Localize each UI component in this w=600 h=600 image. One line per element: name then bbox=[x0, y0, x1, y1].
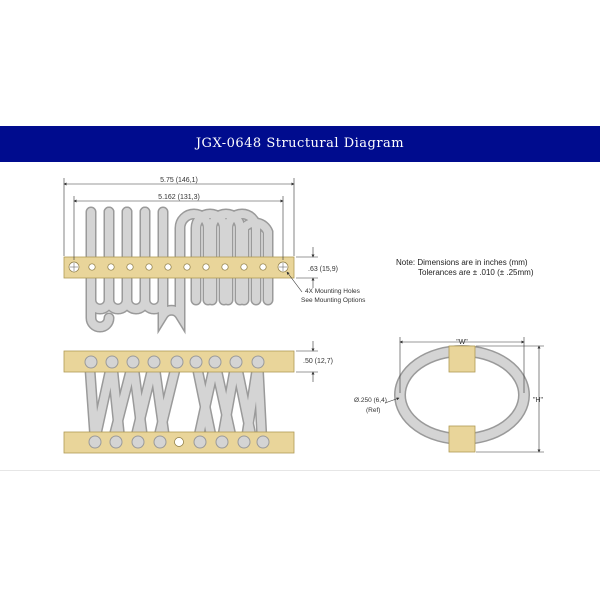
top-coils bbox=[85, 206, 274, 335]
dim-bar-thickness bbox=[296, 247, 318, 288]
title-banner: JGX-0648 Structural Diagram bbox=[0, 126, 600, 162]
dim-overall-length bbox=[63, 178, 295, 256]
holes-label-2: See Mounting Options bbox=[301, 297, 366, 304]
holes-leader bbox=[286, 271, 303, 293]
wire-leader bbox=[384, 397, 400, 404]
dim-inner-label: 5.162 (131,3) bbox=[158, 194, 200, 201]
dim-overall-label: 5.75 (146,1) bbox=[160, 177, 198, 184]
side-coils bbox=[84, 356, 268, 446]
dim-height-label: "H" bbox=[533, 397, 544, 404]
dim-thickness-label: .63 (15,9) bbox=[308, 266, 338, 273]
dim-inner-length bbox=[73, 196, 284, 260]
end-top-block bbox=[448, 345, 476, 373]
dim-wire-label: Ø.250 (6,4) bbox=[354, 397, 387, 404]
side-mounting-hole bbox=[174, 437, 184, 447]
side-view: .50 (12,7) bbox=[63, 341, 333, 454]
note-line-1: Note: Dimensions are in inches (mm) bbox=[396, 258, 528, 267]
dim-plate-label: .50 (12,7) bbox=[303, 358, 333, 365]
top-view: 5.75 (146,1) 5.162 (131,3) .63 (15,9) 4X… bbox=[63, 177, 366, 335]
end-view: "W" "H" Ø.250 (6,4) (Ref) bbox=[354, 337, 544, 453]
dim-wire-ref: (Ref) bbox=[366, 407, 380, 414]
dim-height bbox=[476, 345, 544, 453]
dim-width bbox=[399, 337, 525, 393]
holes-label-1: 4X Mounting Holes bbox=[305, 288, 361, 295]
side-top-coil-ends bbox=[84, 355, 265, 369]
dim-width-label: "W" bbox=[456, 339, 468, 346]
tolerance-note: Note: Dimensions are in inches (mm) Tole… bbox=[396, 258, 534, 278]
dim-plate-thickness bbox=[296, 341, 318, 382]
note-line-2: Tolerances are ± .010 (± .25mm) bbox=[418, 268, 534, 277]
end-bottom-block bbox=[448, 425, 476, 453]
top-mounting-holes bbox=[68, 261, 289, 273]
side-bottom-coil-ends bbox=[88, 435, 270, 449]
diagram-title: JGX-0648 Structural Diagram bbox=[195, 136, 405, 151]
top-mounting-bar bbox=[63, 256, 295, 279]
